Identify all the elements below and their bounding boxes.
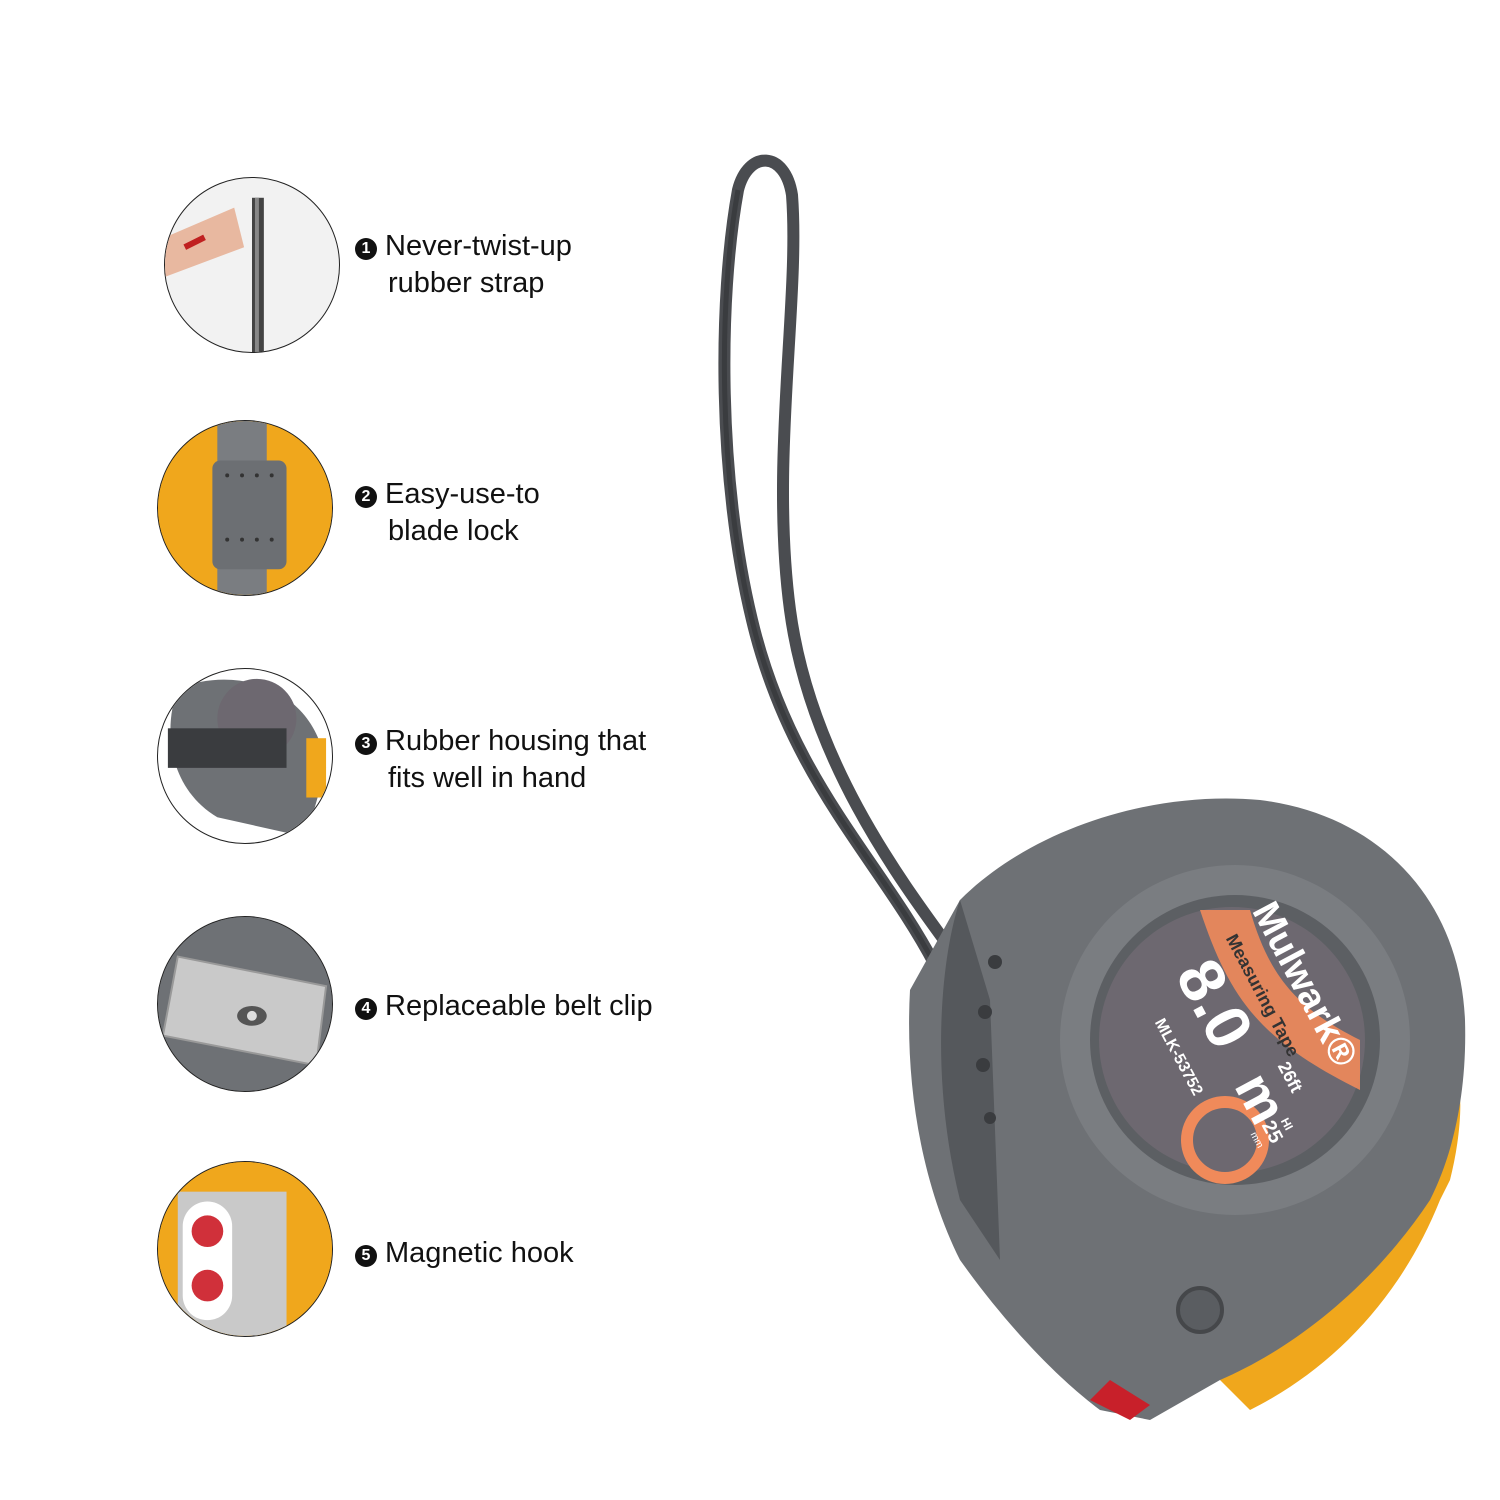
- number-badge: 1: [355, 238, 377, 260]
- number-badge: 5: [355, 1245, 377, 1267]
- feature-line2: fits well in hand: [388, 762, 587, 794]
- feature-line1: Replaceable belt clip: [385, 990, 653, 1022]
- feature-line2: rubber strap: [388, 267, 545, 299]
- feature-line1: Rubber housing that: [385, 725, 647, 757]
- blade-lock-photo: [157, 420, 333, 596]
- strap-photo: [164, 177, 340, 353]
- rubber-strap: [718, 154, 960, 968]
- number-badge: 3: [355, 733, 377, 755]
- product-label: Mulwark® Measuring Tape 8.0 m 26ft MLK-5…: [1099, 895, 1365, 1184]
- feature-5: 5 Magnetic hook: [355, 1235, 574, 1272]
- belt-clip-photo: [157, 916, 333, 1092]
- feature-3: 3 Rubber housing that fits well in hand: [355, 723, 646, 797]
- feature-1: 1 Never-twist-up rubber strap: [355, 228, 572, 302]
- feature-line1: Magnetic hook: [385, 1237, 574, 1269]
- feature-line2: blade lock: [388, 515, 519, 547]
- feature-4: 4 Replaceable belt clip: [355, 988, 653, 1025]
- magnetic-hook-photo: [157, 1161, 333, 1337]
- feature-2: 2 Easy-use-to blade lock: [355, 476, 540, 550]
- feature-line1: Easy-use-to: [385, 478, 540, 510]
- width-label-text: HI: [1278, 1115, 1296, 1132]
- housing-photo: [157, 668, 333, 844]
- number-badge: 2: [355, 486, 377, 508]
- number-badge: 4: [355, 998, 377, 1020]
- feature-line1: Never-twist-up: [385, 230, 572, 262]
